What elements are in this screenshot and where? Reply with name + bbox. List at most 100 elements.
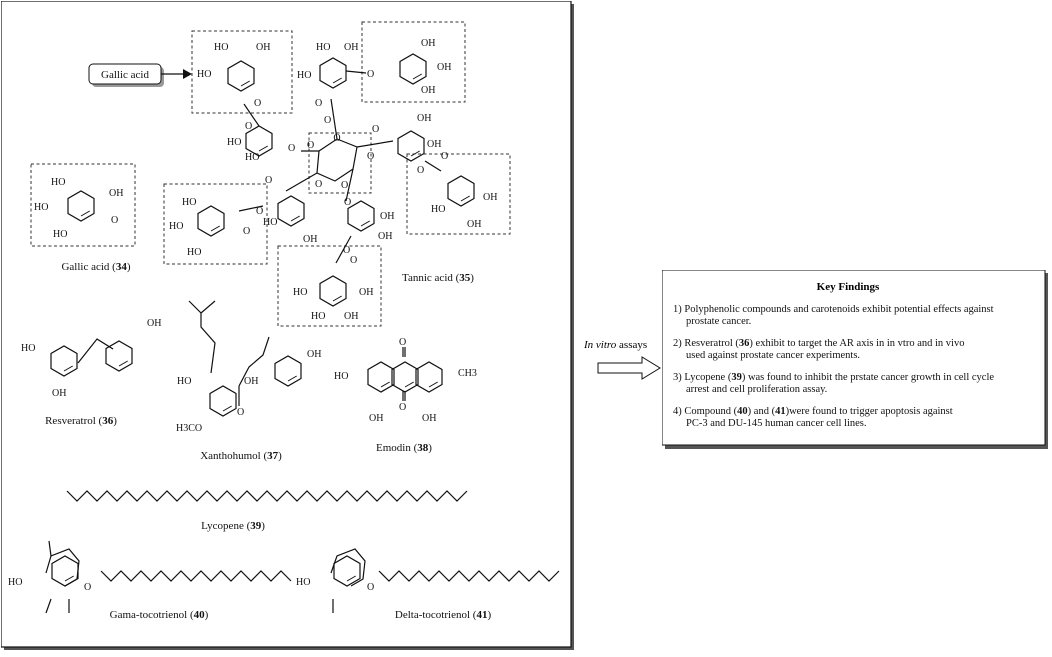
aromatic-double-bond: [428, 381, 438, 388]
svg-text:HO: HO: [51, 177, 65, 188]
aromatic-double-bond: [332, 77, 342, 84]
finding-line: PC-3 and DU-145 human cancer cell lines.: [686, 418, 867, 429]
svg-text:OH: OH: [467, 219, 481, 230]
svg-text:HO: HO: [21, 343, 35, 354]
svg-text:OH: OH: [417, 113, 431, 124]
aromatic-double-bond: [290, 215, 300, 222]
svg-text:O: O: [343, 245, 350, 256]
svg-text:OH: OH: [244, 376, 258, 387]
svg-text:O: O: [315, 179, 322, 190]
finding-line: 1) Polyphenolic compounds and carotenoid…: [673, 304, 994, 315]
dashed-box-galloyl-5: [277, 245, 382, 327]
svg-text:OH: OH: [256, 42, 270, 53]
benzene-ring: [447, 175, 475, 207]
svg-text:HO: HO: [53, 229, 67, 240]
panel-frame: [0, 0, 572, 648]
benzene-ring: [67, 190, 95, 222]
key-findings-box: Key Findings 1) Polyphenolic compounds a…: [661, 269, 1048, 449]
gama-tocotrienol-tail: [100, 570, 292, 582]
svg-text:OH: OH: [52, 388, 66, 399]
emodin-structure: O O HO OH OH CH3: [334, 337, 477, 424]
ester-o-labels: O O O O O O O O O O O O O O O O O O O: [243, 69, 448, 266]
key-findings-title: Key Findings: [817, 281, 880, 293]
delta-tocotrienol-structure: HO O: [296, 548, 560, 613]
finding-line: 3) Lycopene (39) was found to inhibit th…: [673, 372, 994, 383]
benzene-ring: [245, 125, 273, 157]
benzene-ring: [347, 200, 375, 232]
in-vitro-arrow: In vitro assays: [583, 339, 661, 380]
aromatic-double-bond: [332, 295, 342, 302]
hydroxyl-labels: HO OH HO HO OH HO OH OH OH HO HO OH OH O…: [34, 38, 497, 322]
benzene-ring: [209, 385, 237, 417]
svg-text:OH: OH: [369, 413, 383, 424]
svg-text:OH: OH: [344, 311, 358, 322]
svg-text:HO: HO: [316, 42, 330, 53]
structures-panel: Gallic acid O O O O O O O O O O O O: [0, 0, 576, 652]
svg-text:HO: HO: [182, 197, 196, 208]
svg-text:HO: HO: [245, 152, 259, 163]
svg-text:HO: HO: [214, 42, 228, 53]
svg-text:OH: OH: [303, 234, 317, 245]
svg-text:OH: OH: [359, 287, 373, 298]
aromatic-rings: [50, 53, 475, 587]
svg-text:OH: OH: [147, 318, 161, 329]
svg-text:OH: OH: [421, 85, 435, 96]
svg-text:O: O: [372, 124, 379, 135]
key-findings-panel: Key Findings 1) Polyphenolic compounds a…: [661, 269, 1049, 450]
delta-tocotrienol-tail: [378, 570, 560, 582]
svg-text:HO: HO: [177, 376, 191, 387]
svg-text:HO: HO: [8, 577, 22, 588]
svg-text:HO: HO: [297, 70, 311, 81]
svg-text:HO: HO: [263, 217, 277, 228]
benzene-ring: [415, 361, 443, 393]
svg-text:O: O: [245, 121, 252, 132]
svg-text:OH: OH: [344, 42, 358, 53]
dashed-box-galloyl-3: [406, 153, 511, 235]
svg-text:OH: OH: [422, 413, 436, 424]
svg-text:HO: HO: [296, 577, 310, 588]
svg-text:O: O: [243, 226, 250, 237]
benzene-ring: [319, 57, 347, 89]
gallic-acid-callout: Gallic acid: [88, 63, 192, 87]
finding-line: used against prostate cancer experiments…: [686, 350, 860, 361]
aromatic-double-bond: [404, 381, 414, 388]
finding-line: 4) Compound (40) and (41)were found to t…: [673, 406, 953, 417]
svg-text:H3CO: H3CO: [176, 423, 202, 434]
finding-line: 2) Resveratrol (36) exhibit to target th…: [673, 338, 964, 349]
aromatic-double-bond: [240, 80, 250, 87]
aromatic-double-bond: [210, 225, 220, 232]
svg-text:O: O: [254, 98, 261, 109]
structures-canvas: Gallic acid O O O O O O O O O O O O: [0, 0, 574, 650]
svg-text:O: O: [344, 197, 351, 208]
compound-caption: Emodin (38): [376, 442, 432, 454]
compound-captions: Gallic acid (34)Tannic acid (35)Resverat…: [45, 261, 491, 621]
svg-text:O: O: [399, 402, 406, 413]
aromatic-double-bond: [118, 360, 128, 367]
svg-text:OH: OH: [421, 38, 435, 49]
benzene-ring: [277, 195, 305, 227]
svg-text:O: O: [307, 140, 314, 151]
svg-text:O: O: [341, 180, 348, 191]
aromatic-double-bond: [460, 195, 470, 202]
svg-text:OH: OH: [378, 231, 392, 242]
svg-text:OH: OH: [307, 349, 321, 360]
aromatic-double-bond: [63, 365, 73, 372]
svg-text:OH: OH: [380, 211, 394, 222]
ester-bonds: [238, 70, 442, 264]
benzene-ring: [274, 355, 302, 387]
svg-text:O: O: [288, 143, 295, 154]
benzene-ring: [399, 53, 427, 85]
finding-line: prostate cancer.: [686, 316, 751, 327]
dashed-box-gallic-acid: [30, 163, 136, 247]
benzene-ring: [319, 275, 347, 307]
svg-text:HO: HO: [227, 137, 241, 148]
aromatic-double-bond: [258, 145, 268, 152]
svg-text:O: O: [256, 206, 263, 217]
svg-text:CH3: CH3: [458, 368, 477, 379]
hollow-arrow-icon: [597, 356, 661, 380]
svg-text:O: O: [84, 582, 91, 593]
aromatic-double-bond: [346, 575, 356, 582]
aromatic-double-bond: [360, 220, 370, 227]
svg-text:O: O: [367, 151, 374, 162]
svg-text:HO: HO: [187, 247, 201, 258]
